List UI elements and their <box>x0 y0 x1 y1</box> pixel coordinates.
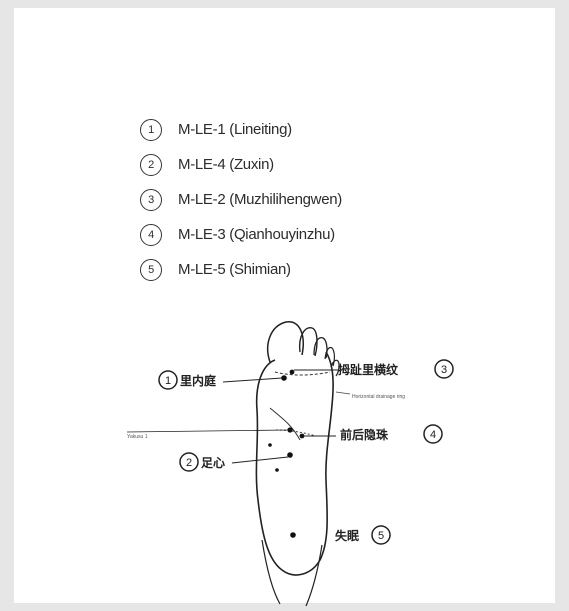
acupoint-extra <box>275 468 279 472</box>
callout-label: 拇趾里横纹 <box>338 362 399 377</box>
callout-2: 2 足心 <box>180 453 225 471</box>
sole-outline <box>256 352 333 575</box>
callout-number: 2 <box>186 457 192 469</box>
callout-number: 1 <box>165 375 171 387</box>
leader-line <box>223 378 282 382</box>
leader-line <box>232 457 288 463</box>
sole-crease-line <box>270 408 300 440</box>
acupoint-1 <box>281 375 287 381</box>
callout-label: 里内庭 <box>180 373 216 388</box>
big-toe-outline <box>268 322 303 362</box>
small-annotation: Horizontal drainage ring <box>352 394 405 400</box>
acupoint-extra <box>268 443 272 447</box>
callout-1: 1 里内庭 <box>159 371 216 389</box>
small-annotation: Yakusu 1 <box>127 434 148 440</box>
callout-number: 3 <box>441 364 447 376</box>
leader-line <box>127 430 288 432</box>
callout-4: 前后隐珠 4 <box>340 425 442 443</box>
callout-label: 失眠 <box>335 528 359 543</box>
callout-label: 前后隐珠 <box>340 427 389 442</box>
leader-line <box>336 392 350 394</box>
callout-label: 足心 <box>201 456 225 470</box>
acupoint-5 <box>290 532 296 538</box>
acupoint-3 <box>290 370 295 375</box>
acupoint-4 <box>287 427 292 432</box>
ankle-line <box>306 545 322 606</box>
toe-crease-line <box>275 372 330 375</box>
ankle-line <box>262 540 280 604</box>
acupoint-2 <box>287 452 293 458</box>
callout-3: 拇趾里横纹 3 <box>338 360 453 378</box>
acupoint-4 <box>300 434 305 439</box>
callout-number: 4 <box>430 429 436 441</box>
callout-number: 5 <box>378 530 384 542</box>
callout-5: 失眠 5 <box>335 526 390 544</box>
